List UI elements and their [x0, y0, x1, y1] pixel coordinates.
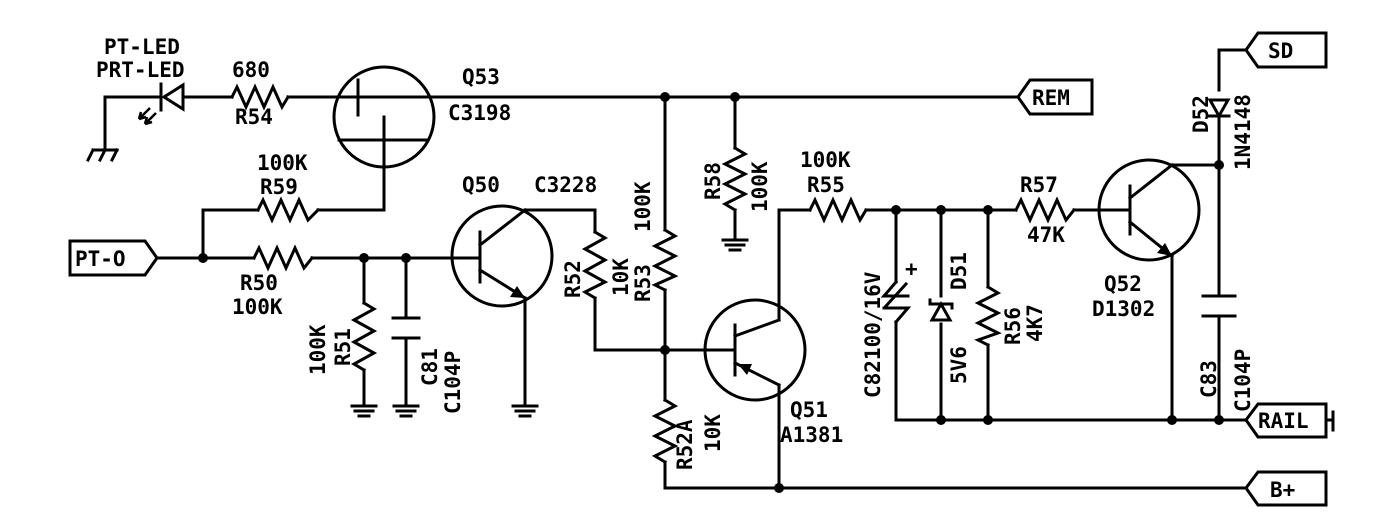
label-r52a: R52A [673, 419, 697, 470]
label-r52-value: 10K [609, 258, 633, 296]
label-r51: R51 [331, 328, 355, 366]
label-d1302: D1302 [1092, 297, 1155, 321]
diode-d51 [928, 298, 954, 322]
junction-dot [774, 483, 784, 493]
label-r54-value: 680 [232, 58, 270, 82]
label-r56: R56 [1001, 307, 1025, 345]
resistor-r55 [807, 196, 869, 224]
resistor-r52a [651, 397, 679, 465]
transistor-q53 [332, 65, 436, 169]
label-a1381: A1381 [780, 423, 843, 447]
label-c83-value: C104P [1231, 349, 1255, 412]
junction-dot [660, 345, 670, 355]
resistor-r51 [350, 300, 378, 373]
label-q50: Q50 [462, 173, 500, 197]
label-r52: R52 [561, 260, 585, 298]
label-r58-value: 100K [748, 161, 772, 212]
label-r50-value: 100K [232, 295, 283, 319]
label-r53-value: 100K [631, 181, 655, 232]
resistor-r56 [974, 284, 1002, 348]
junction-dot [660, 92, 670, 102]
resistor-r58 [721, 145, 749, 213]
resistor-r53 [651, 227, 679, 293]
junction-dot [936, 415, 946, 425]
svg-text:RAIL: RAIL [1258, 409, 1309, 433]
port-b-plus: B+ [1244, 470, 1328, 507]
label-r57-value: 47K [1027, 223, 1065, 247]
label-prt-led: PRT-LED [96, 58, 185, 82]
label-c81: C81 [418, 348, 442, 386]
port-sd: SD [1244, 31, 1328, 69]
junction-dot [730, 92, 740, 102]
junction-dot [1214, 415, 1224, 425]
label-c3228: C3228 [534, 173, 597, 197]
label-r57: R57 [1020, 173, 1058, 197]
capacitor-c81 [391, 316, 421, 340]
junction-dot [401, 253, 411, 263]
resistor-r50 [251, 244, 315, 272]
label-r50: R50 [240, 271, 278, 295]
junctions [198, 92, 1224, 493]
label-r56-value: 4K7 [1023, 304, 1047, 342]
transistor-q51 [703, 298, 807, 402]
capacitor-c83 [1201, 294, 1237, 318]
label-r52a-value: 10K [701, 414, 725, 452]
label-q51: Q51 [790, 398, 828, 422]
label-r53: R53 [631, 264, 655, 302]
transistor-q50 [450, 204, 554, 308]
label-r58: R58 [701, 162, 725, 200]
label-d51-value: 5V6 [947, 346, 971, 384]
junction-dot [983, 205, 993, 215]
capacitor-c82 [880, 279, 912, 325]
ground-r51 [350, 404, 378, 418]
label-c82: C82100/16V [861, 271, 885, 398]
junction-dot [983, 415, 993, 425]
svg-text:B+: B+ [1270, 478, 1295, 502]
port-rem: REM [1016, 78, 1094, 116]
label-r54: R54 [235, 105, 273, 129]
label-d51: D51 [947, 252, 971, 290]
label-c83: C83 [1197, 360, 1221, 398]
junction-dot [891, 205, 901, 215]
led-pt-led [103, 82, 185, 152]
diode-d52 [1207, 98, 1231, 120]
port-pt-o: PT-O [68, 239, 159, 277]
ground-chassis [85, 147, 120, 163]
ground-r58 [721, 238, 749, 252]
label-d52: D52 [1189, 95, 1213, 133]
wires [153, 48, 1335, 490]
label-pt-led: PT-LED [104, 35, 180, 59]
label-c3198: C3198 [448, 101, 511, 125]
label-d52-value: 1N4148 [1231, 94, 1255, 170]
label-r59-value: 100K [257, 151, 308, 175]
ground-q50 [511, 404, 539, 418]
resistors [229, 83, 1077, 465]
svg-text:PT-O: PT-O [75, 247, 126, 271]
junction-dot [359, 253, 369, 263]
resistor-r54 [229, 83, 291, 111]
svg-text:REM: REM [1032, 86, 1070, 110]
label-r51-value: 100K [306, 324, 330, 375]
transistor-q52 [1097, 158, 1201, 262]
label-r59: R59 [260, 175, 298, 199]
label-c82-plus: + [905, 257, 918, 281]
label-q53: Q53 [462, 65, 500, 89]
svg-text:SD: SD [1268, 39, 1293, 63]
component-labels: PT-LED PRT-LED 680 R54 Q53 C3198 100K R5… [96, 35, 1255, 470]
label-q52: Q52 [1104, 272, 1142, 296]
label-c81-value: C104P [441, 351, 465, 414]
label-r55: R55 [807, 173, 845, 197]
junction-dot [1167, 415, 1177, 425]
junction-dot [198, 253, 208, 263]
junction-dot [1214, 160, 1224, 170]
ground-c81 [392, 404, 420, 418]
port-rail: RAIL [1244, 402, 1328, 439]
resistor-r52 [581, 229, 609, 301]
resistor-r59 [255, 196, 321, 224]
label-r55-value: 100K [800, 148, 851, 172]
resistor-r57 [1013, 196, 1077, 224]
junction-dot [936, 205, 946, 215]
